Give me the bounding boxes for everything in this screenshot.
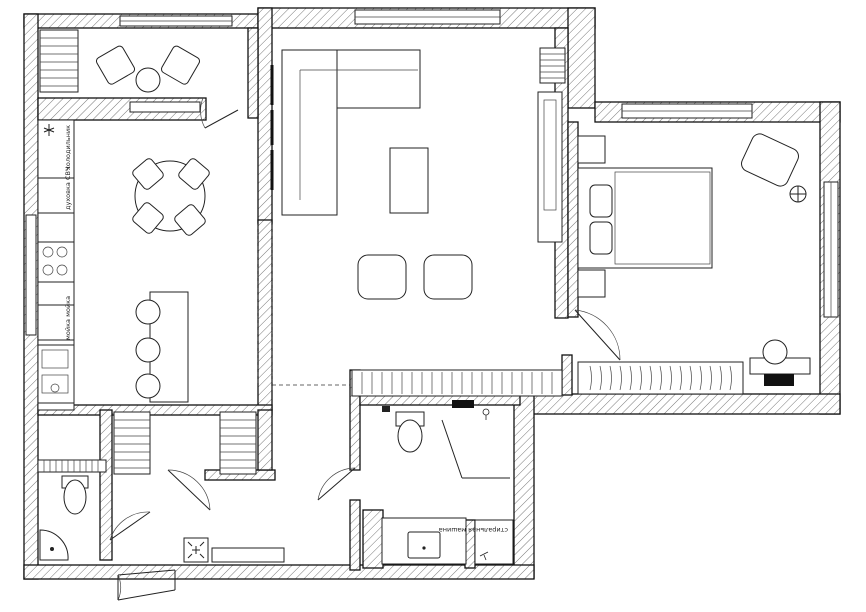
interior-walls [37,27,579,571]
sink-label: мойка мойка [64,296,72,340]
windows [25,9,839,336]
hallway [183,537,209,563]
living-room [270,49,563,300]
floor-lamp-icon [789,185,807,203]
guest-bathroom [39,475,89,561]
fan-icon [43,124,55,136]
fridge-label: холодильник [64,125,72,170]
doors [109,97,621,601]
kitchen: холодильник духовка СВЧ мойка мойка [37,119,210,411]
balcony-set [95,45,201,93]
oven-label: духовка СВЧ [64,167,72,210]
washer-label: стиральная машина [439,526,508,534]
main-bathroom: стиральная машина [381,406,514,565]
heating-symbol-icon [479,551,489,561]
floor-drain-icon [482,408,490,420]
bedroom [577,133,811,386]
radiators [37,29,744,563]
